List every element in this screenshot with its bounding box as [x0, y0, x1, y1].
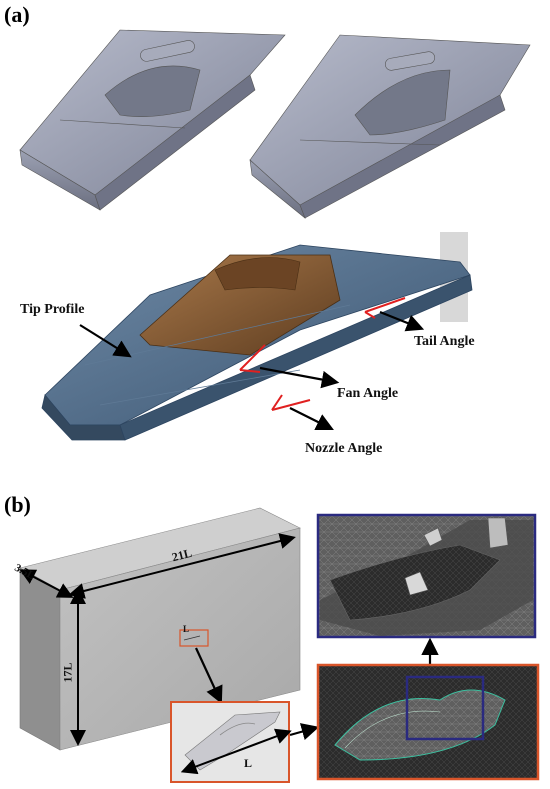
- inset-mesh-overview: [316, 663, 540, 781]
- annotation-arrows: [79, 310, 425, 430]
- label-tip-profile: Tip Profile: [20, 302, 85, 317]
- label-fan-angle: Fan Angle: [337, 386, 399, 401]
- dim-height-label: 17L: [60, 662, 75, 683]
- angle-markers: [239, 297, 406, 411]
- model-blue-composite: [41, 232, 473, 441]
- model-location-box: [179, 629, 209, 647]
- model-gray-right: [249, 34, 531, 219]
- model-gray-left: [19, 29, 286, 211]
- panel-b-label: (b): [4, 492, 31, 517]
- dim-model-marker: L: [183, 624, 190, 634]
- inset-mesh-closeup: [316, 513, 537, 639]
- label-nozzle-angle: Nozzle Angle: [305, 441, 383, 456]
- dimension-arrows: [19, 533, 296, 746]
- model-location-line: [183, 635, 201, 641]
- panel-a-label: (a): [4, 2, 30, 27]
- inset-model-closeup: [170, 701, 292, 783]
- label-tail-angle: Tail Angle: [414, 334, 475, 349]
- dim-length-label: L: [244, 756, 253, 770]
